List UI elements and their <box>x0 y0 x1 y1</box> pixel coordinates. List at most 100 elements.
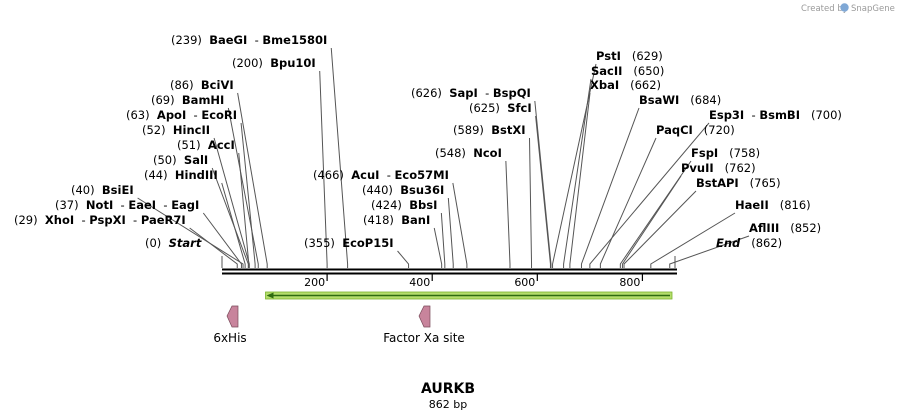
site-label[interactable]: (239) BaeGI - Bme1580I <box>171 33 327 47</box>
site-label[interactable]: PstI (629) <box>596 49 663 63</box>
site-label[interactable]: BsaWI (684) <box>639 93 721 107</box>
site-label[interactable]: XbaI (662) <box>590 78 661 92</box>
site-label-text: Esp3I - BsmBI (700) <box>709 108 842 122</box>
site-position: (684) <box>679 93 721 107</box>
site-position: (440) <box>362 183 400 197</box>
site-label-text: (418) BanI <box>363 213 430 227</box>
site-label[interactable]: (40) BsiEI <box>71 183 134 197</box>
site-label-text: BsaWI (684) <box>639 93 721 107</box>
site-label[interactable]: (200) Bpu10I <box>232 56 316 70</box>
site-separator: - <box>478 86 493 100</box>
site-label[interactable]: BstAPI (765) <box>696 176 781 190</box>
site-label[interactable]: PvuII (762) <box>681 161 756 175</box>
site-label[interactable]: FspI (758) <box>691 146 760 160</box>
site-label[interactable]: (86) BciVI <box>170 78 234 92</box>
site-label[interactable]: (625) SfcI <box>469 101 532 115</box>
site-label[interactable]: End (862) <box>716 236 782 250</box>
enzyme-name: PvuII <box>681 161 714 175</box>
site-connector <box>580 107 640 268</box>
enzyme-name: Esp3I <box>709 108 744 122</box>
feature-arrow-icon <box>418 305 431 328</box>
site-position: (548) <box>435 146 473 160</box>
site-label[interactable]: (0) Start <box>145 236 202 250</box>
site-label-text: (51) AccI <box>177 138 235 152</box>
site-position: (625) <box>469 101 507 115</box>
site-position: (44) <box>144 168 175 182</box>
site-label[interactable]: Esp3I - BsmBI (700) <box>709 108 842 122</box>
site-separator: - <box>156 198 171 212</box>
site-separator: - <box>74 213 89 227</box>
site-connector <box>563 78 592 268</box>
enzyme-name: SacII <box>591 64 622 78</box>
enzyme-name: EcoRI <box>201 108 237 122</box>
sequence-name: AURKB <box>421 381 475 397</box>
site-connector <box>221 182 246 268</box>
site-label[interactable]: (37) NotI - EaeI - EagI <box>55 198 199 212</box>
enzyme-name: NcoI <box>473 146 502 160</box>
enzyme-name: PstI <box>596 49 621 63</box>
site-label-text: (466) AcuI - Eco57MI <box>313 168 449 182</box>
site-label[interactable]: (418) BanI <box>363 213 430 227</box>
site-label[interactable]: (44) HindIII <box>144 168 218 182</box>
site-connector <box>535 115 551 268</box>
site-position: (758) <box>718 146 760 160</box>
feature-label: 6xHis <box>213 331 246 345</box>
site-label[interactable]: (29) XhoI - PspXI - PaeR7I <box>14 213 186 227</box>
site-position: (589) <box>453 123 491 137</box>
site-position: (0) <box>145 236 169 250</box>
enzyme-name: End <box>716 236 741 250</box>
enzyme-name: EaeI <box>128 198 156 212</box>
feature[interactable]: Factor Xa site <box>383 305 465 345</box>
site-label[interactable]: (69) BamHI <box>151 93 224 107</box>
site-label[interactable]: (50) SalI <box>153 153 208 167</box>
site-position: (51) <box>177 138 208 152</box>
site-label[interactable]: (466) AcuI - Eco57MI <box>313 168 449 182</box>
enzyme-name: XbaI <box>590 78 619 92</box>
site-connector <box>202 212 242 268</box>
site-label[interactable]: (440) Bsu36I <box>362 183 444 197</box>
site-label[interactable]: (51) AccI <box>177 138 235 152</box>
site-separator: - <box>113 198 128 212</box>
site-position: (762) <box>714 161 756 175</box>
site-label-text: (69) BamHI <box>151 93 224 107</box>
feature-arrow-icon <box>226 305 239 328</box>
site-label[interactable]: (626) SapI - BspQI <box>411 86 531 100</box>
feature[interactable]: 6xHis <box>213 305 247 345</box>
site-label[interactable]: AflIII (852) <box>749 221 821 235</box>
site-label-text: (440) Bsu36I <box>362 183 444 197</box>
enzyme-name: AcuI <box>351 168 379 182</box>
site-label-text: BstAPI (765) <box>696 176 781 190</box>
enzyme-name: BamHI <box>182 93 224 107</box>
ruler-tick-label: 200 <box>304 276 325 289</box>
site-label[interactable]: SacII (650) <box>591 64 664 78</box>
site-label-text: PvuII (762) <box>681 161 756 175</box>
enzyme-name: BanI <box>401 213 430 227</box>
site-label[interactable]: PaqCI (720) <box>656 123 735 137</box>
site-position: (29) <box>14 213 45 227</box>
site-label-text: (424) BbsI <box>371 198 437 212</box>
site-label[interactable]: (589) BstXI <box>453 123 526 137</box>
enzyme-name: HaeII <box>735 198 769 212</box>
enzyme-name: BsmBI <box>759 108 800 122</box>
enzyme-name: BaeGI <box>209 33 247 47</box>
ruler-tick-label: 600 <box>514 276 535 289</box>
enzyme-name: BsaWI <box>639 93 679 107</box>
site-separator: - <box>744 108 759 122</box>
site-label[interactable]: (424) BbsI <box>371 198 437 212</box>
site-connector <box>623 190 697 268</box>
enzyme-name: ApoI <box>157 108 186 122</box>
site-label[interactable]: (52) HincII <box>142 123 210 137</box>
enzyme-name: PaeR7I <box>141 213 186 227</box>
site-connector <box>619 160 692 268</box>
enzyme-name: Start <box>169 236 202 250</box>
site-label[interactable]: (548) NcoI <box>435 146 502 160</box>
site-label[interactable]: (63) ApoI - EcoRI <box>126 108 237 122</box>
site-label[interactable]: HaeII (816) <box>735 198 811 212</box>
enzyme-name: Bpu10I <box>270 56 315 70</box>
snapgene-logo-icon <box>840 3 849 12</box>
site-label-text: SacII (650) <box>591 64 664 78</box>
site-label[interactable]: (355) EcoP15I <box>304 236 394 250</box>
credit: Created by SnapGene <box>801 3 895 14</box>
site-position: (626) <box>411 86 449 100</box>
